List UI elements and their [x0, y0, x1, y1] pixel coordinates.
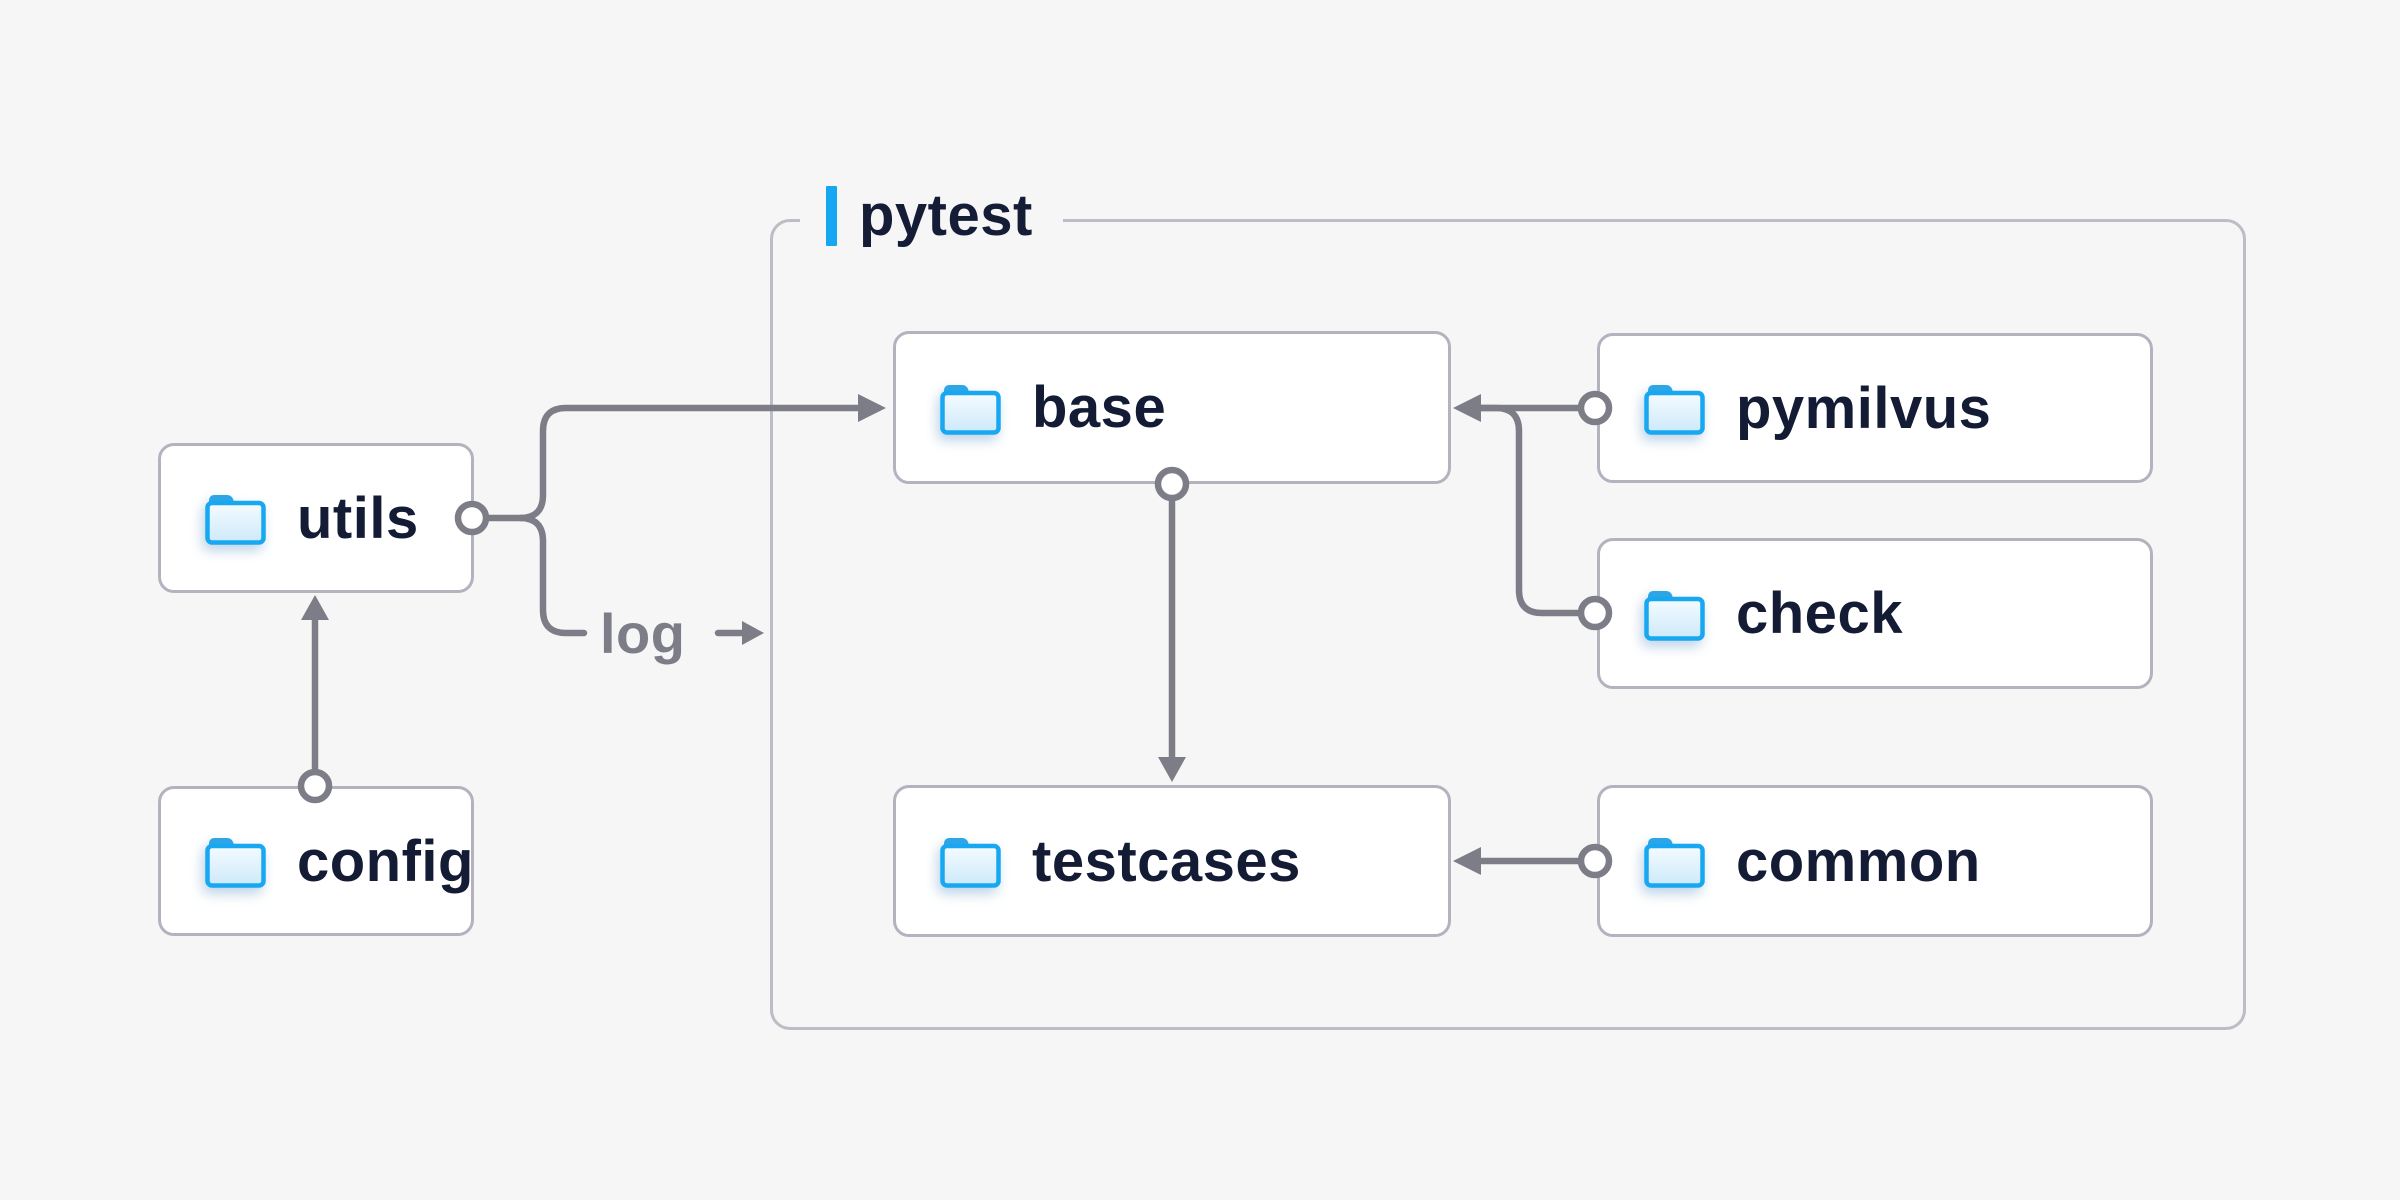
folder-icon	[1644, 385, 1705, 435]
node-utils: utils	[158, 443, 474, 593]
node-label: check	[1736, 581, 1903, 646]
node-pymilvus: pymilvus	[1597, 333, 2153, 483]
node-config: config	[158, 786, 474, 936]
node-base: base	[893, 331, 1451, 484]
pytest-group-title: pytest	[859, 183, 1033, 248]
folder-icon	[205, 495, 266, 545]
pytest-group-container	[770, 219, 2246, 1030]
node-check: check	[1597, 538, 2153, 689]
edge-config-utils	[297, 595, 333, 804]
edge-label-log: log	[600, 602, 686, 665]
folder-icon	[205, 838, 266, 888]
node-common: common	[1597, 785, 2153, 937]
node-label: testcases	[1032, 828, 1301, 894]
node-label: pymilvus	[1736, 375, 1992, 441]
folder-icon	[1644, 590, 1705, 641]
node-label: config	[297, 828, 474, 894]
folder-icon	[940, 838, 1001, 888]
folder-icon	[1644, 838, 1705, 888]
node-label: base	[1032, 375, 1167, 440]
pytest-group-label: pytest	[800, 183, 1063, 249]
node-label: utils	[297, 485, 419, 551]
folder-icon	[940, 384, 1001, 435]
accent-bar	[826, 186, 837, 246]
node-testcases: testcases	[893, 785, 1451, 937]
node-label: common	[1736, 828, 1981, 894]
